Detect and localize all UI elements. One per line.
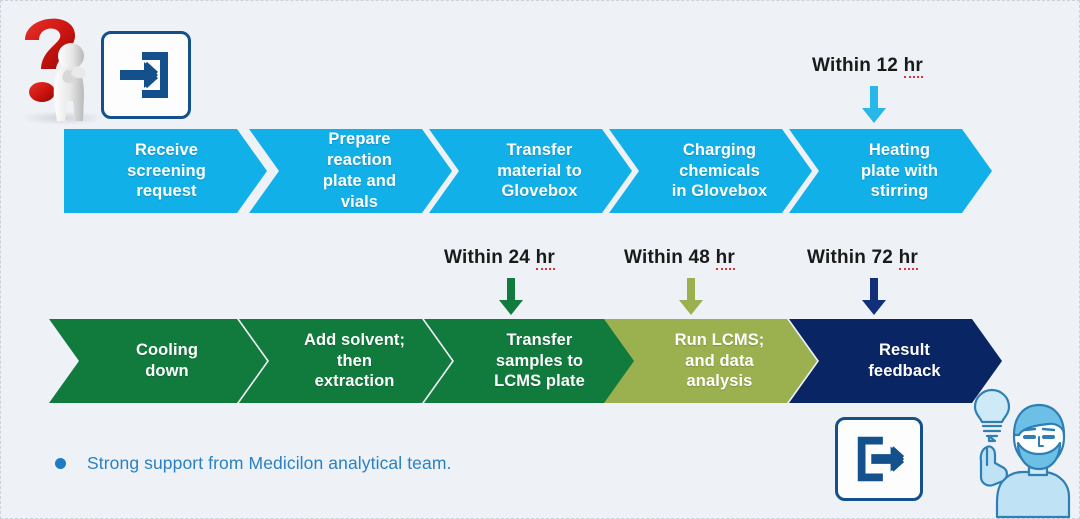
top-step-4-label: Charging chemicals in Glovebox: [671, 140, 768, 201]
bottom-step-2-label: Add solvent; then extraction: [303, 330, 406, 391]
down-arrow-12hr: [862, 86, 886, 123]
top-step-3-label: Transfer material to Glovebox: [497, 140, 582, 201]
bottom-step-5[interactable]: Result feedback: [789, 319, 1002, 403]
time-label-12hr-unit: hr: [903, 55, 923, 78]
time-label-72hr: Within 72 hr: [807, 247, 918, 270]
time-label-24hr: Within 24 hr: [444, 247, 555, 270]
bottom-step-4[interactable]: Run LCMS; and data analysis: [604, 319, 817, 403]
time-label-12hr: Within 12 hr: [812, 55, 923, 78]
bottom-step-5-label: Result feedback: [868, 341, 941, 380]
top-step-1[interactable]: Receive screening request: [64, 129, 267, 213]
login-enter-icon-box: [101, 31, 191, 119]
idea-person-lightbulb: [973, 388, 1071, 519]
top-step-2-label: Prepare reaction plate and vials: [322, 130, 397, 211]
top-step-5[interactable]: Heating plate with stirring: [789, 129, 992, 213]
bottom-step-1[interactable]: Cooling down: [49, 319, 267, 403]
time-label-24hr-prefix: Within 24: [444, 247, 536, 268]
logout-exit-icon: [857, 436, 905, 482]
thinking-person-question-mark: [21, 18, 105, 125]
time-label-72hr-unit: hr: [898, 247, 918, 270]
time-label-72hr-prefix: Within 72: [807, 247, 899, 268]
top-step-3[interactable]: Transfer material to Glovebox: [429, 129, 632, 213]
time-label-48hr: Within 48 hr: [624, 247, 735, 270]
logout-exit-icon-box: [835, 417, 923, 501]
down-arrow-48hr: [679, 278, 703, 315]
top-step-4[interactable]: Charging chemicals in Glovebox: [609, 129, 812, 213]
bottom-step-4-label: Run LCMS; and data analysis: [674, 330, 765, 391]
bottom-step-2[interactable]: Add solvent; then extraction: [239, 319, 452, 403]
top-step-1-label: Receive screening request: [127, 140, 206, 201]
bottom-step-1-label: Cooling down: [135, 341, 199, 380]
time-label-12hr-prefix: Within 12: [812, 55, 904, 76]
login-enter-icon: [120, 52, 168, 98]
bottom-step-3[interactable]: Transfer samples to LCMS plate: [424, 319, 637, 403]
down-arrow-72hr: [862, 278, 886, 315]
down-arrow-24hr: [499, 278, 523, 315]
note-text: Strong support from Medicilon analytical…: [87, 453, 452, 473]
time-label-24hr-unit: hr: [535, 247, 555, 270]
top-step-5-label: Heating plate with stirring: [860, 140, 939, 201]
time-label-48hr-unit: hr: [715, 247, 735, 270]
top-step-2[interactable]: Prepare reaction plate and vials: [249, 129, 452, 213]
bullet-dot-icon: [55, 458, 66, 469]
bottom-step-3-label: Transfer samples to LCMS plate: [494, 330, 585, 391]
time-label-48hr-prefix: Within 48: [624, 247, 716, 268]
note-row: Strong support from Medicilon analytical…: [55, 453, 452, 474]
